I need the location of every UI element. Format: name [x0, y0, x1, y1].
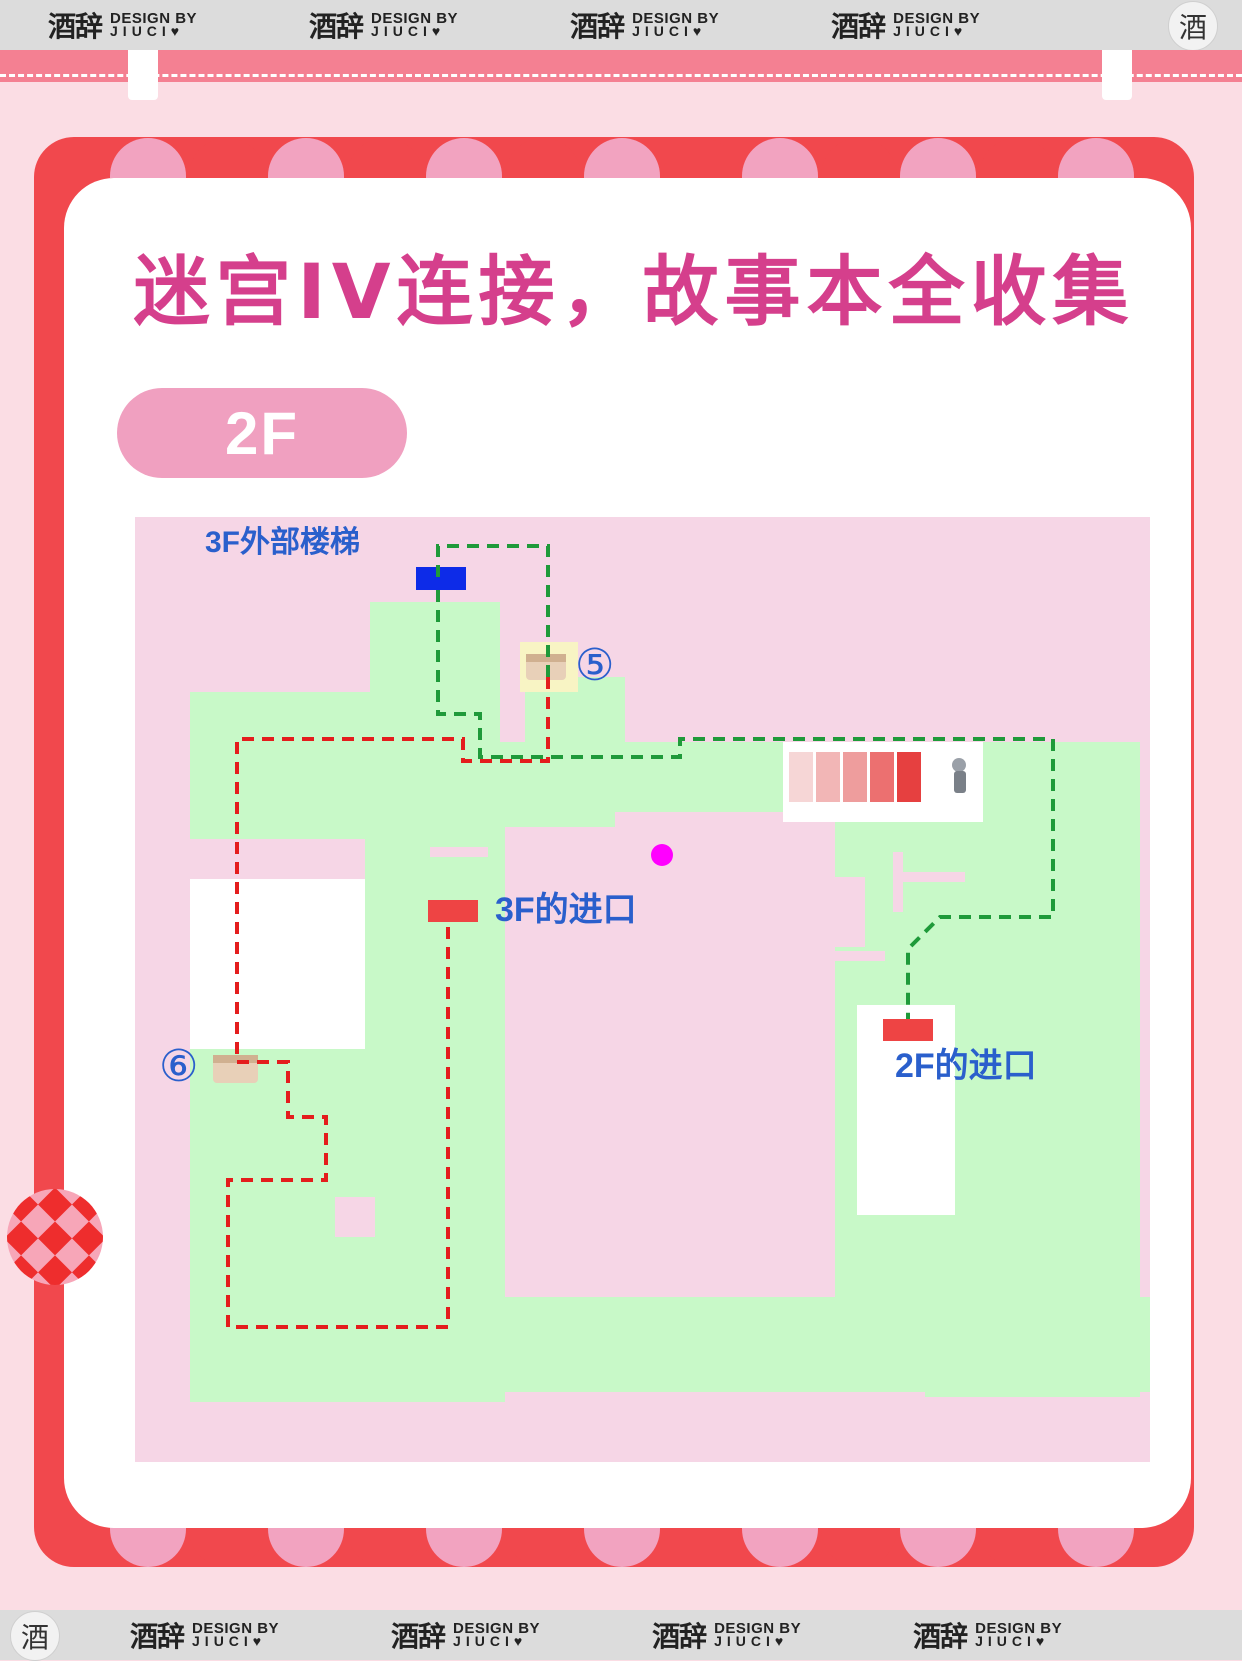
- watermark-line2: JIUCI♥: [975, 1633, 1050, 1649]
- stairs-3f-marker: [416, 567, 466, 590]
- route-red: [226, 677, 550, 1329]
- clip-left: [128, 50, 158, 100]
- watermark-line1: DESIGN BY: [893, 10, 981, 27]
- watermark-line2: JIUCI♥: [192, 1633, 267, 1649]
- entrance-3f-marker: [428, 900, 478, 922]
- watermark-brand-cn: 酒辞: [652, 1620, 707, 1653]
- watermark-line2: JIUCI♥: [893, 23, 968, 39]
- watermark-line1: DESIGN BY: [632, 10, 720, 27]
- ribbon-dash: [0, 74, 1242, 77]
- watermark-line2: JIUCI♥: [110, 23, 185, 39]
- logo-icon: 酒: [1168, 1, 1218, 51]
- watermark-brand-cn: 酒辞: [48, 10, 103, 43]
- watermark-line1: DESIGN BY: [975, 1620, 1063, 1637]
- page-title: 迷宫IV连接，故事本全收集: [133, 247, 1135, 336]
- label-entrance-2f: 2F的进口: [895, 1047, 1037, 1085]
- pink-interior: [190, 517, 1150, 1297]
- watermark-brand-cn: 酒辞: [913, 1620, 968, 1653]
- label-stairs-3f-external: 3F外部楼梯: [205, 525, 360, 559]
- watermark-brand-cn: 酒辞: [831, 10, 886, 43]
- statue-icon: [952, 758, 966, 793]
- gradient-squares: [789, 752, 921, 802]
- watermark-line1: DESIGN BY: [110, 10, 198, 27]
- watermark-line1: DESIGN BY: [192, 1620, 280, 1637]
- clip-right: [1102, 50, 1132, 100]
- logo-icon-bottom: 酒: [10, 1611, 60, 1661]
- decorative-ball-icon: [7, 1189, 103, 1285]
- wall-lines: [430, 847, 965, 961]
- watermark-line2: JIUCI♥: [453, 1633, 528, 1649]
- label-item-6: ⑥: [159, 1041, 198, 1092]
- route-green: [436, 544, 1055, 1019]
- watermark-line2: JIUCI♥: [632, 23, 707, 39]
- watermark-line1: DESIGN BY: [453, 1620, 541, 1637]
- label-entrance-3f: 3F的进口: [495, 891, 637, 929]
- watermark-brand-cn: 酒辞: [130, 1620, 185, 1653]
- chest-icon-6: [213, 1055, 258, 1083]
- ribbon: [0, 50, 1242, 82]
- watermark-brand-cn: 酒辞: [309, 10, 364, 43]
- watermark-line1: DESIGN BY: [714, 1620, 802, 1637]
- floor-badge: 2F: [117, 388, 407, 478]
- entrance-2f-marker: [883, 1019, 933, 1041]
- location-marker: [651, 844, 673, 866]
- label-item-5: ⑤: [575, 640, 614, 691]
- watermark-brand-cn: 酒辞: [570, 10, 625, 43]
- watermark-line1: DESIGN BY: [371, 10, 459, 27]
- watermark-line2: JIUCI♥: [714, 1633, 789, 1649]
- floor-map: 3F外部楼梯 3F的进口 2F的进口 ⑤ ⑥: [135, 517, 1150, 1462]
- watermark-line2: JIUCI♥: [371, 23, 446, 39]
- watermark-brand-cn: 酒辞: [391, 1620, 446, 1653]
